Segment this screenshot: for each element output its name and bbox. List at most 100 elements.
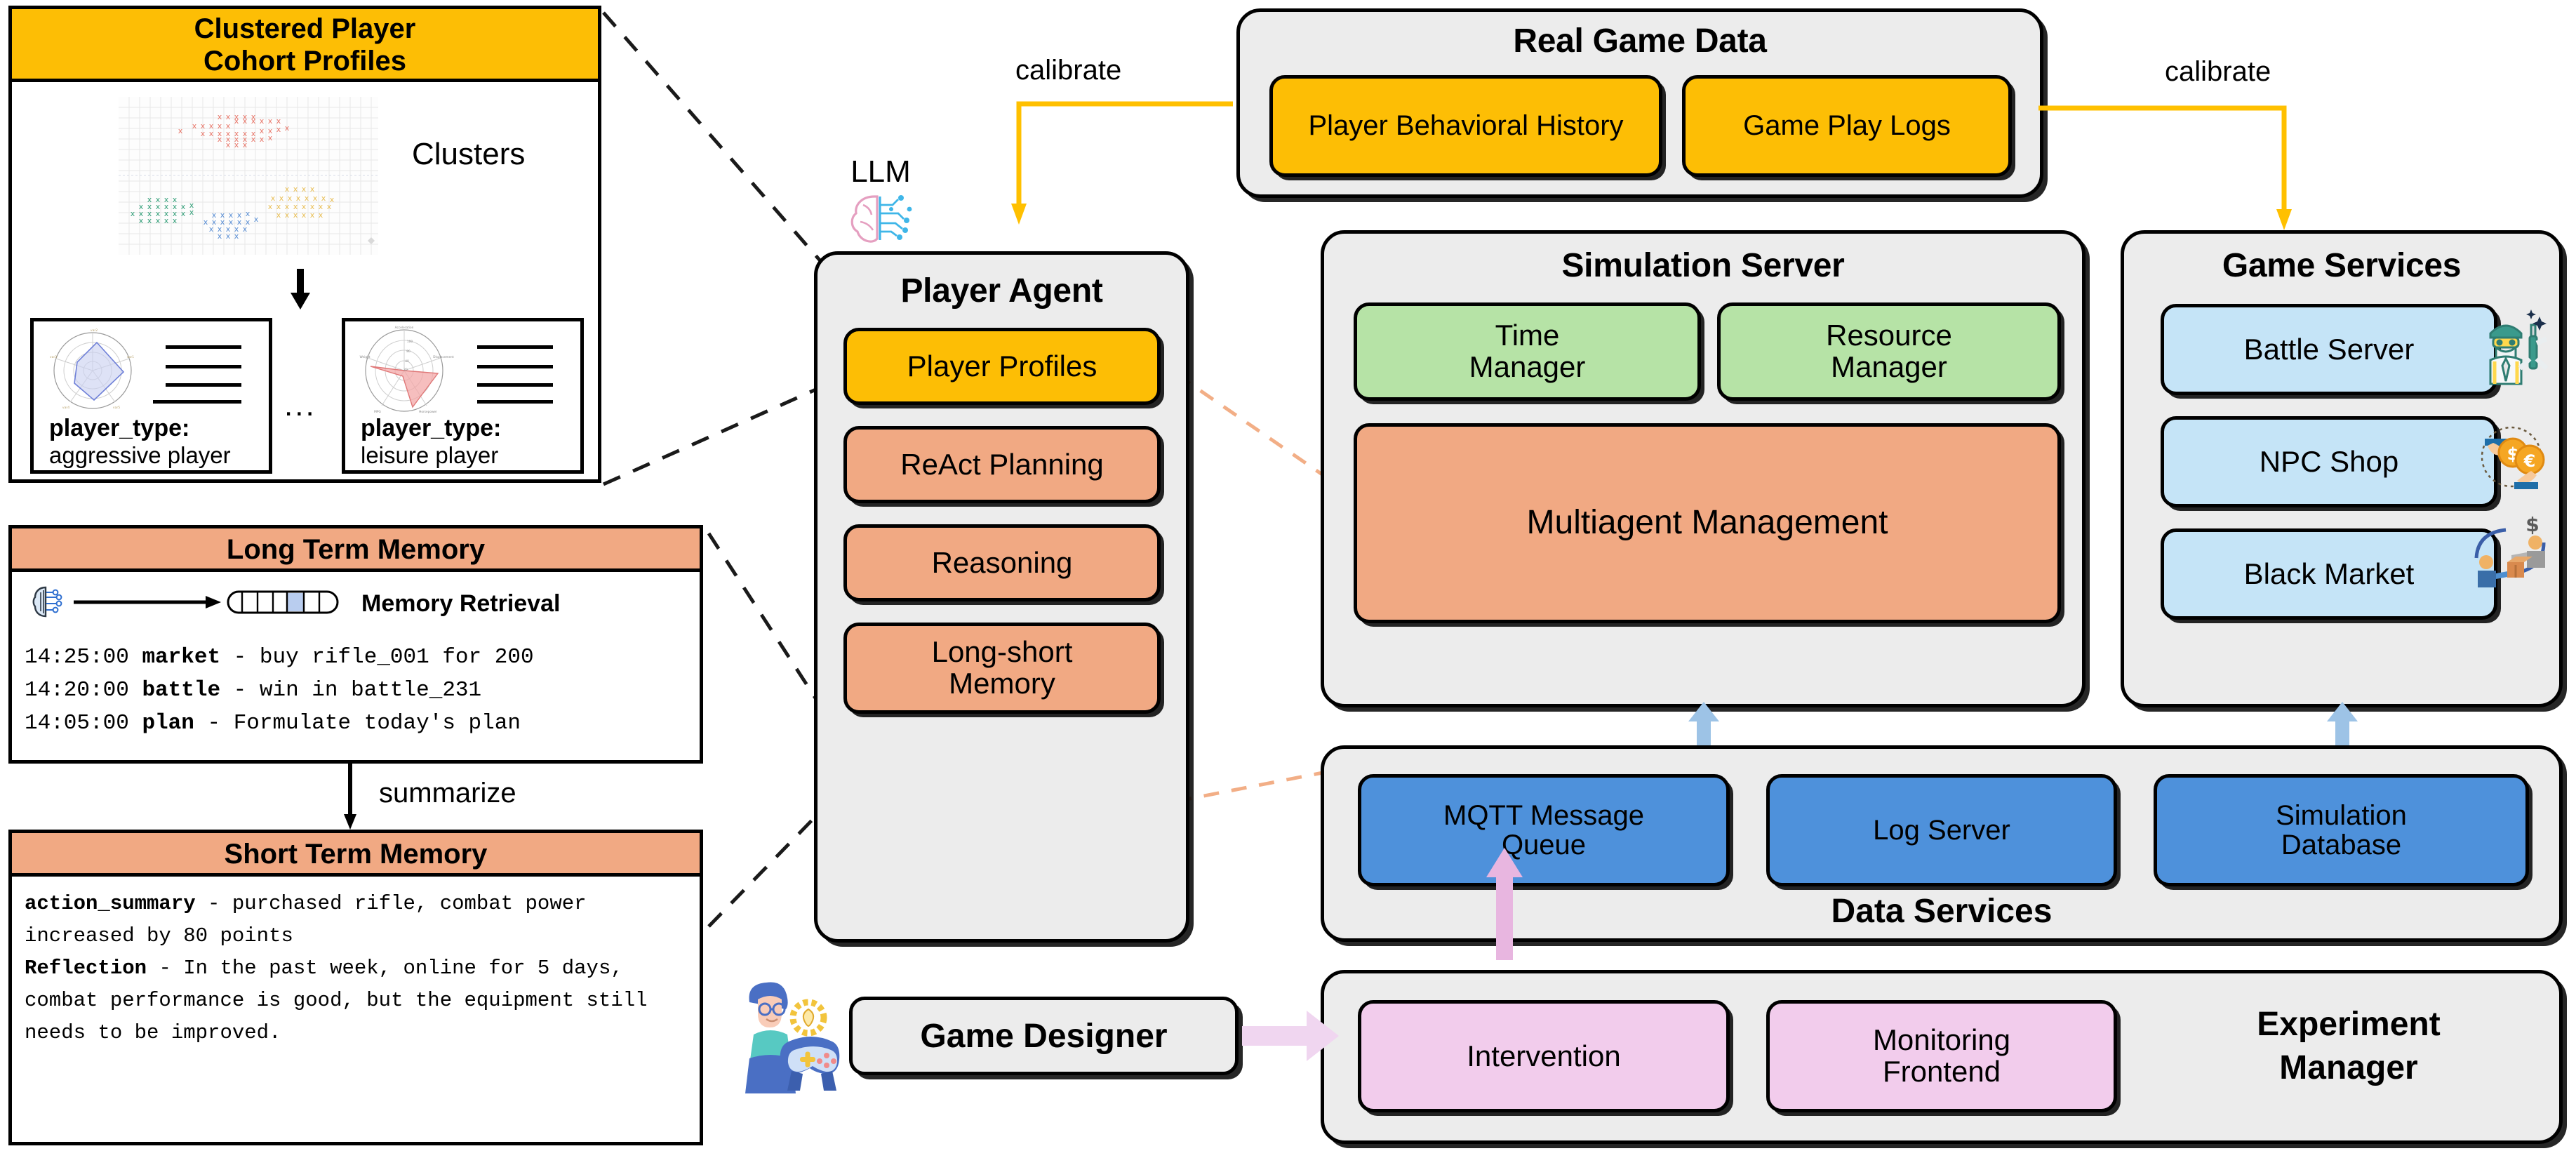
svg-text:x: x [243, 117, 248, 126]
data-services-item-simulation-database[interactable]: Simulation Database [2154, 774, 2529, 886]
svg-text:var2: var2 [91, 328, 98, 333]
svg-text:x: x [276, 125, 281, 134]
svg-text:x: x [156, 202, 161, 211]
svg-text:$: $ [2525, 513, 2539, 536]
svg-text:x: x [173, 209, 178, 218]
dashed-connectors [602, 11, 834, 928]
player-agent-title: Player Agent [900, 272, 1103, 310]
svg-text:var4: var4 [62, 406, 69, 410]
game-services-panel: Game Services Battle Server NPC Shop $ € [2121, 230, 2563, 707]
svg-text:x: x [243, 135, 248, 144]
profile-text-lines-aggressive [152, 342, 246, 406]
player-agent-item-label: ReAct Planning [900, 447, 1104, 481]
game-designer-box[interactable]: Game Designer [849, 997, 1239, 1075]
profile-value-aggressive: aggressive player [49, 442, 231, 468]
data-services-item-log-server[interactable]: Log Server [1766, 774, 2117, 886]
svg-text:x: x [226, 232, 231, 241]
data-services-item-mqtt-message-queue[interactable]: MQTT Message Queue [1358, 774, 1730, 886]
simulation-server-item-multiagent-management[interactable]: Multiagent Management [1354, 423, 2061, 623]
ltm-entry-0-text: buy rifle_001 for 200 [259, 645, 534, 670]
ltm-entry-1-kind: battle [142, 678, 221, 703]
svg-text:x: x [173, 195, 178, 204]
svg-text:x: x [260, 126, 265, 135]
svg-text:Weight: Weight [360, 355, 371, 359]
short-term-memory-header: Short Term Memory [12, 833, 700, 877]
simulation-server-item-time-manager[interactable]: Time Manager [1354, 302, 1701, 401]
svg-text:x: x [181, 209, 186, 218]
game-services-item-black-market[interactable]: Black Market [2161, 528, 2497, 620]
svg-text:x: x [279, 194, 284, 203]
svg-text:x: x [173, 202, 178, 211]
long-term-memory-header: Long Term Memory [12, 528, 700, 572]
game-services-item-battle-server[interactable]: Battle Server [2161, 304, 2497, 395]
svg-text:x: x [251, 112, 256, 121]
ltm-entry-0-kind: market [142, 645, 221, 670]
svg-text:x: x [218, 121, 222, 131]
calibrate-left-label: calibrate [1015, 55, 1122, 86]
svg-text:x: x [237, 211, 242, 220]
svg-text:x: x [310, 185, 315, 194]
svg-text:x: x [285, 185, 290, 194]
svg-text:x: x [293, 185, 298, 194]
player-agent-item-react-planning[interactable]: ReAct Planning [843, 426, 1161, 503]
svg-text:x: x [293, 211, 298, 220]
svg-text:x: x [139, 216, 144, 225]
experiment-manager-item-monitoring-frontend[interactable]: Monitoring Frontend [1766, 1000, 2117, 1112]
game-services-item-npc-shop[interactable]: NPC Shop [2161, 416, 2497, 507]
profiles-ellipsis: ... [284, 388, 316, 423]
svg-text:x: x [147, 216, 152, 225]
player-agent-item-label: Long-short Memory [931, 635, 1073, 700]
profile-key-leisure: player_type: [361, 415, 502, 441]
svg-text:x: x [305, 194, 309, 203]
stm-entry-0-key: action_summary [25, 892, 196, 915]
clusters-to-profiles-arrow [286, 269, 314, 311]
svg-text:x: x [189, 201, 194, 210]
svg-text:x: x [203, 218, 208, 227]
player-agent-item-player-profiles[interactable]: Player Profiles [843, 328, 1161, 405]
svg-text:x: x [296, 194, 301, 203]
ltm-entry-0-dash: - [233, 645, 247, 670]
profile-value-leisure: leisure player [361, 442, 499, 468]
svg-text:x: x [268, 117, 273, 126]
soldier-icon [2489, 310, 2549, 385]
clustered-profiles-header: Clustered Player Cohort Profiles [12, 9, 598, 82]
game-services-title: Game Services [2222, 247, 2462, 284]
summarize-label: summarize [379, 778, 516, 809]
long-term-memory-panel: Long Term Memory [8, 525, 703, 764]
svg-text:x: x [293, 202, 298, 211]
svg-text:x: x [268, 133, 273, 142]
svg-text:x: x [234, 112, 239, 121]
data-services-item-label: Simulation Database [2276, 799, 2407, 860]
svg-text:x: x [246, 218, 251, 227]
svg-text:x: x [189, 208, 194, 217]
data-services-item-label: MQTT Message Queue [1443, 799, 1644, 860]
real-game-data-item-player-behavioral-history[interactable]: Player Behavioral History [1269, 75, 1662, 177]
stm-entry-0-dash: - [208, 892, 220, 915]
player-agent-panel: Player Agent Player Profiles ReAct Plann… [814, 251, 1189, 943]
real-game-data-item-label: Game Play Logs [1743, 110, 1951, 142]
svg-text:x: x [212, 211, 217, 220]
svg-text:x: x [268, 126, 273, 135]
ltm-entry-2-time: 14:05:00 [25, 711, 129, 736]
player-agent-item-label: Player Profiles [907, 349, 1097, 382]
svg-text:x: x [260, 135, 265, 144]
short-term-memory-entries: action_summary - purchased rifle, combat… [25, 888, 693, 1049]
player-agent-item-long-short-memory[interactable]: Long-short Memory [843, 623, 1161, 714]
svg-text:MPG: MPG [374, 410, 381, 414]
clustered-profiles-title-line1: Clustered Player [194, 13, 416, 44]
svg-text:x: x [218, 112, 222, 121]
llm-label: LLM [850, 154, 911, 189]
experiment-manager-item-intervention[interactable]: Intervention [1358, 1000, 1730, 1112]
real-game-data-panel: Real Game Data Player Behavioral History… [1236, 8, 2043, 198]
svg-text:x: x [243, 129, 248, 138]
svg-text:x: x [226, 121, 231, 131]
real-game-data-item-game-play-logs[interactable]: Game Play Logs [1682, 75, 2012, 177]
svg-text:x: x [209, 129, 214, 138]
real-game-data-item-label: Player Behavioral History [1308, 110, 1624, 142]
player-agent-item-reasoning[interactable]: Reasoning [843, 524, 1161, 601]
summarize-arrow [344, 762, 356, 830]
simulation-server-item-resource-manager[interactable]: Resource Manager [1717, 302, 2061, 401]
svg-text:x: x [243, 225, 248, 234]
svg-text:x: x [218, 232, 222, 241]
